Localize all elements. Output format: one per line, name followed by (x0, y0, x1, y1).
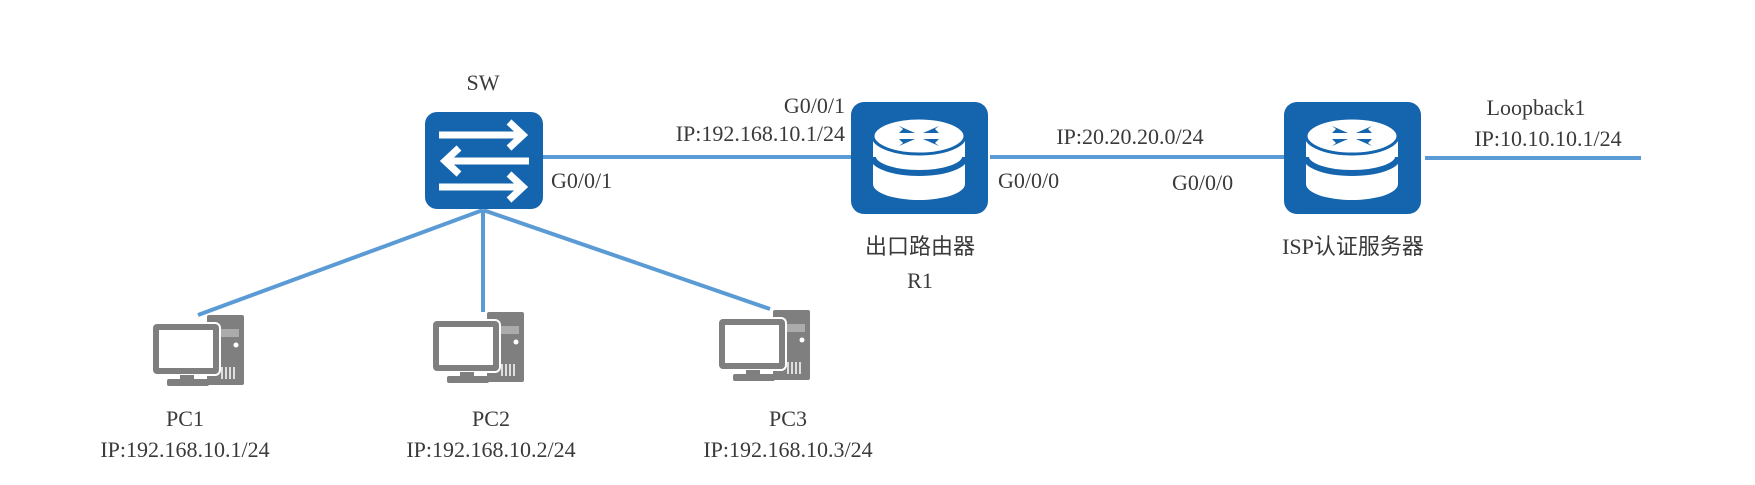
r1-name-line1: 出口路由器 (864, 234, 976, 259)
pc1-name: PC1 (166, 406, 204, 431)
pc2-icon[interactable] (432, 312, 527, 384)
pc3-ip: IP:192.168.10.3/24 (703, 437, 873, 462)
r1-name-line2: R1 (907, 268, 933, 293)
router-isp-icon[interactable] (1284, 102, 1421, 214)
pc1-ip: IP:192.168.10.1/24 (100, 437, 270, 462)
switch-port-label: G0/0/1 (551, 168, 613, 193)
pc3-name: PC3 (769, 406, 807, 431)
r1-lan-port-label: G0/0/1 (783, 93, 845, 118)
router-r1-icon[interactable] (851, 102, 988, 214)
link-sw-pc1 (197, 208, 484, 317)
r1-wan-port-label: G0/0/0 (998, 168, 1060, 193)
isp-loopback-name: Loopback1 (1486, 95, 1586, 120)
link-sw-pc3 (482, 208, 771, 311)
pc3-icon[interactable] (718, 310, 813, 382)
switch-name: SW (466, 70, 500, 95)
pc2-name: PC2 (472, 406, 510, 431)
r1-lan-ip-label: IP:192.168.10.1/24 (675, 121, 845, 146)
isp-loopback-ip: IP:10.10.10.1/24 (1474, 126, 1622, 151)
isp-port-label: G0/0/0 (1172, 170, 1234, 195)
isp-name: ISP认证服务器 (1282, 234, 1424, 259)
wan-link-ip-label: IP:20.20.20.0/24 (1056, 124, 1204, 149)
pc2-ip: IP:192.168.10.2/24 (406, 437, 576, 462)
switch-icon[interactable] (425, 112, 543, 209)
pc1-icon[interactable] (152, 315, 247, 387)
